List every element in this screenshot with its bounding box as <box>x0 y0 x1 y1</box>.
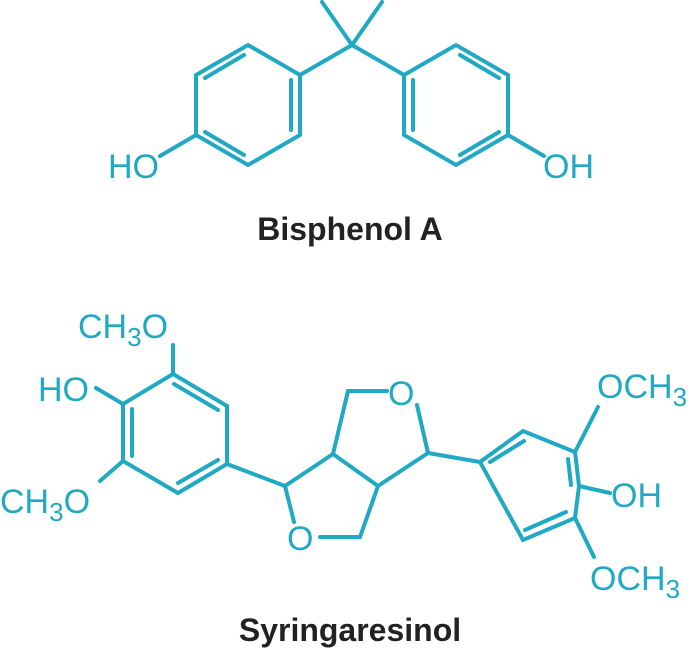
syr-methoxy-bottom-right-label: OCH3 <box>590 560 680 604</box>
syr-left-methoxy-bottom-bond <box>98 459 125 483</box>
syr-left-benzene-ring <box>121 371 229 496</box>
syr-ring-oxygen-top-label: O <box>388 375 414 413</box>
syr-furofuran-core <box>283 389 430 539</box>
syr-methoxy-top-right-label: OCH3 <box>597 368 687 412</box>
syr-right-ring-link-bond <box>426 451 482 464</box>
syr-hydroxyl-left-label: HO <box>38 371 89 409</box>
bisphenol-a-caption: Bisphenol A <box>257 211 442 247</box>
bridge-bond-right <box>350 43 406 77</box>
syringaresinol-caption: Syringaresinol <box>239 612 461 648</box>
syr-right-benzene-ring <box>477 428 582 543</box>
bisphenol-a-structure: HO OH <box>108 0 594 186</box>
syr-left-hydroxyl-bond <box>94 386 125 406</box>
bpa-right-benzene-ring <box>402 42 510 168</box>
bpa-oh-bond-left <box>158 133 198 158</box>
syr-right-hydroxyl-bond <box>577 484 612 495</box>
syr-hydroxyl-right-label: OH <box>611 477 662 515</box>
syr-right-methoxy-top-bond <box>573 405 600 454</box>
methyl-bond-right <box>350 0 384 47</box>
bpa-hydroxyl-left-label: HO <box>108 148 159 186</box>
syr-right-methoxy-bottom-bond <box>573 516 596 559</box>
syr-left-ring-link-bond <box>225 462 287 488</box>
syr-methoxy-top-left-label: CH3O <box>78 308 168 352</box>
bpa-hydroxyl-right-label: OH <box>543 148 594 186</box>
syringaresinol-structure: O O CH3O HO CH3O OCH3 OH OCH3 <box>0 308 687 604</box>
syr-ring-oxygen-bottom-label: O <box>287 520 313 558</box>
bpa-left-benzene-ring <box>194 42 302 168</box>
bridge-bond-left <box>298 43 354 77</box>
syr-methoxy-bottom-left-label: CH3O <box>0 483 90 527</box>
methyl-bond-left <box>320 0 354 47</box>
bpa-oh-bond-right <box>506 133 546 158</box>
